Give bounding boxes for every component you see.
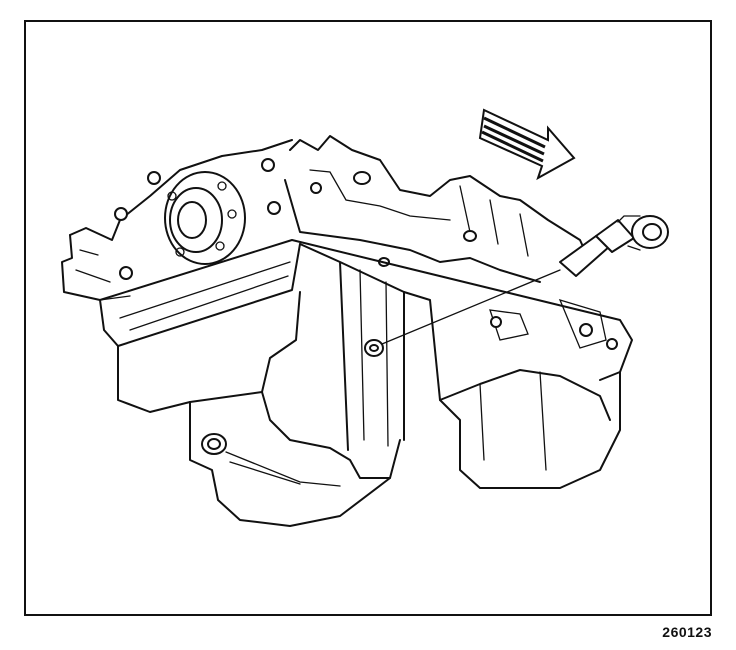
bolt-icon xyxy=(114,158,322,280)
crankshaft-hub xyxy=(164,171,246,265)
drain-plug-icon xyxy=(201,433,227,455)
figure-number: 260123 xyxy=(662,624,712,640)
engine-block-front xyxy=(61,139,322,413)
figure-frame xyxy=(24,20,712,616)
oil-pan xyxy=(99,239,633,527)
sensor-mounting-hole xyxy=(364,339,384,357)
direction-arrow-icon xyxy=(478,108,576,181)
engine-block-top xyxy=(284,135,591,283)
oil-level-sensor xyxy=(559,215,669,277)
leader-line xyxy=(381,269,561,345)
